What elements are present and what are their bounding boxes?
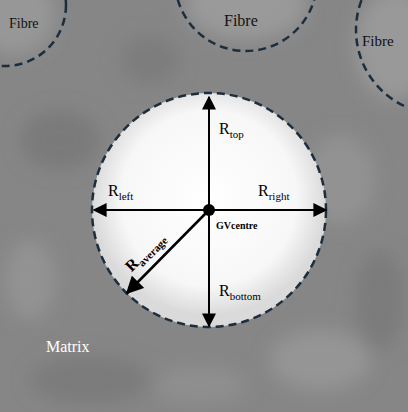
fibre-label: Fibre [224, 12, 258, 30]
radius-label: Rleft [108, 182, 133, 200]
radius-label: Rtop [219, 120, 244, 138]
fibre-outline [0, 0, 67, 67]
radius-symbol: R [258, 182, 269, 199]
radius-subscript: right [269, 190, 290, 202]
radius-symbol: R [108, 182, 119, 199]
radius-symbol: R [219, 282, 230, 299]
fibre-label: Fibre [9, 16, 39, 32]
radius-symbol: R [219, 120, 230, 137]
centre-dot [203, 204, 215, 216]
point-label: GVcentre [216, 220, 257, 231]
radius-arrow [208, 214, 210, 326]
radius-arrow [94, 209, 205, 211]
radius-arrow [208, 97, 210, 206]
radius-subscript: left [119, 190, 134, 202]
fibre-circle: Fibre [0, 0, 67, 67]
region-label: Matrix [46, 338, 90, 355]
fibre-label: Fibre [362, 33, 394, 50]
fibre-outline [355, 0, 408, 115]
radius-subscript: bottom [230, 290, 261, 302]
radius-subscript: top [230, 128, 244, 140]
fibre-circle: Fibre [355, 0, 408, 115]
radius-label: Rbottom [219, 282, 261, 300]
radius-label: Rright [258, 182, 289, 200]
radius-arrow [213, 209, 326, 211]
radius-arrow [127, 213, 206, 293]
fibre-circle: Fibre [174, 0, 318, 52]
fibre-cross-section [92, 93, 326, 327]
